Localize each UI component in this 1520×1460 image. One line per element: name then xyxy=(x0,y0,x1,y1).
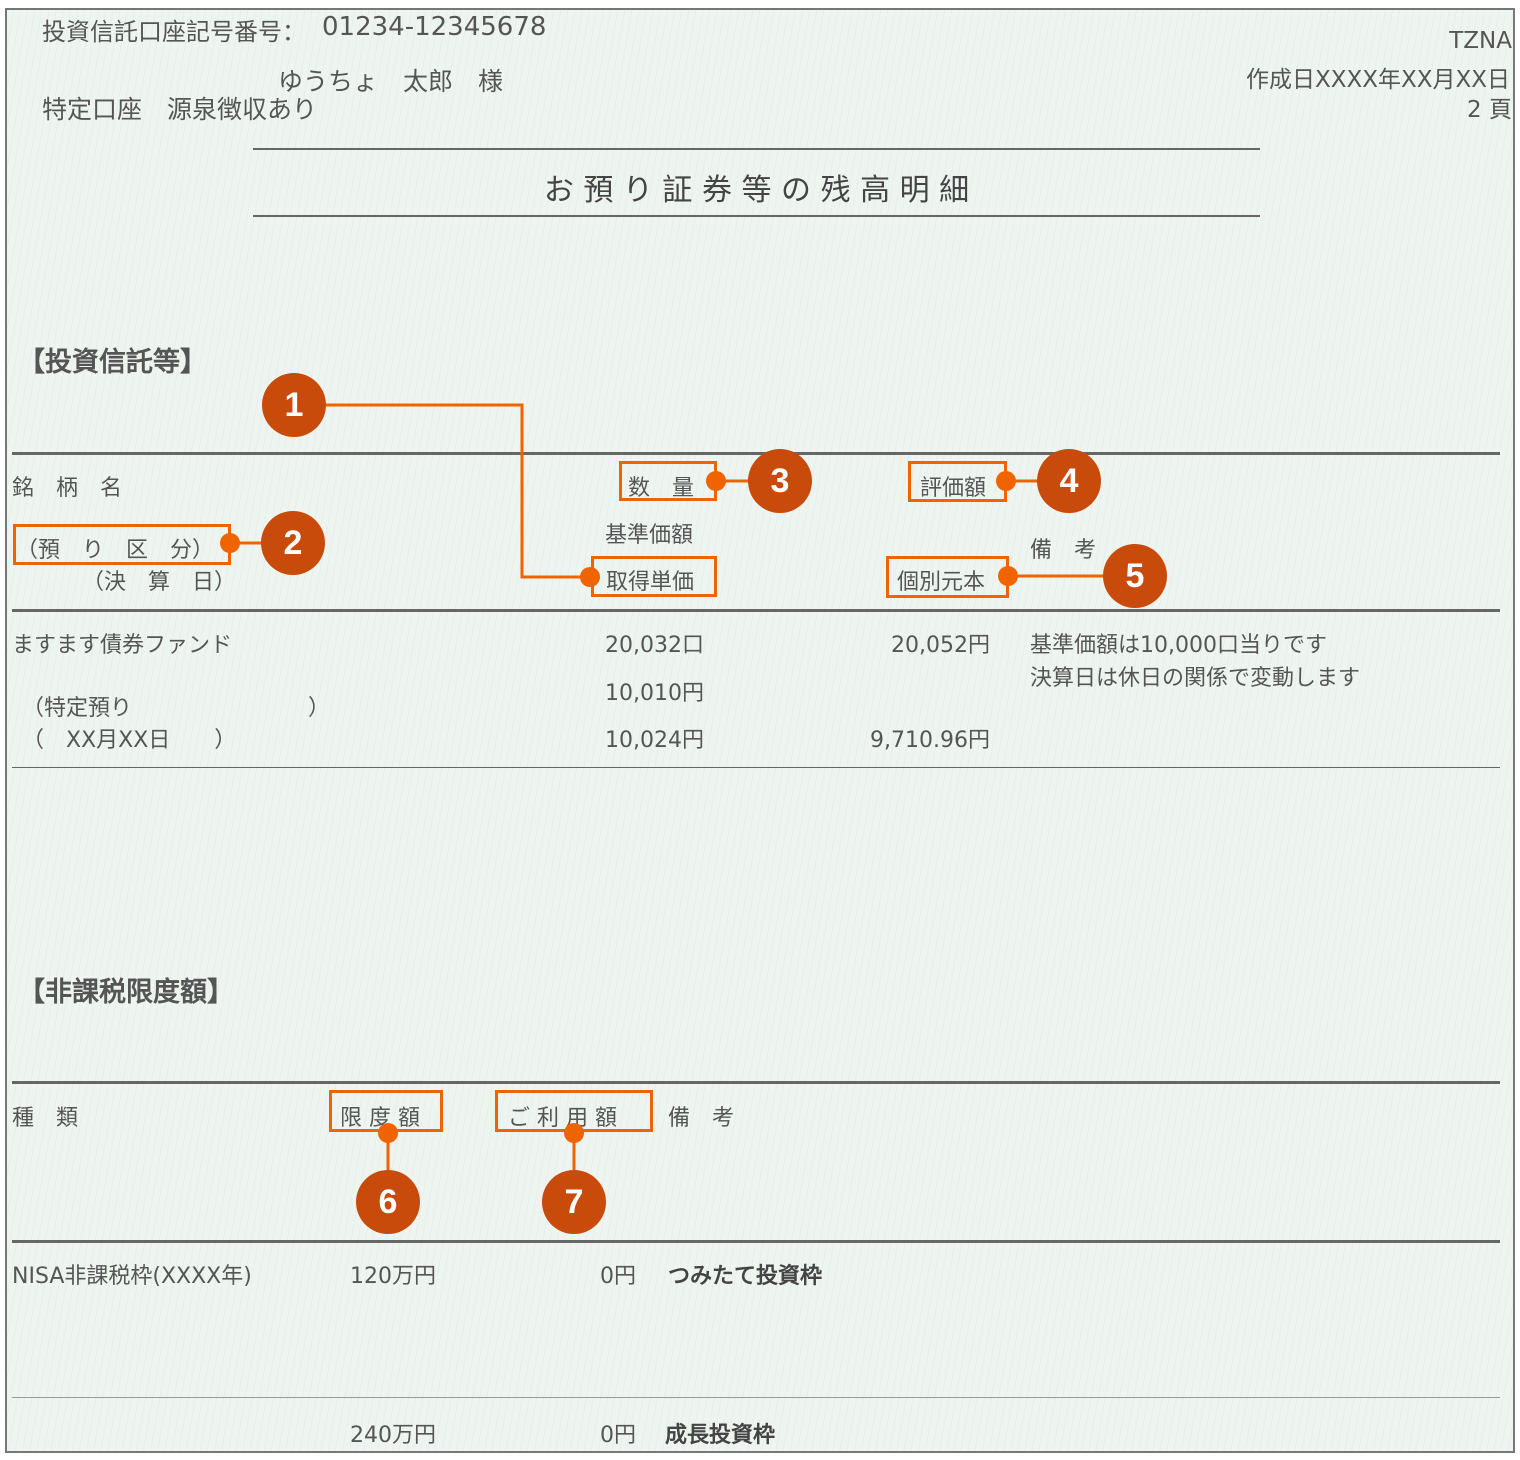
statement-document xyxy=(5,8,1515,1453)
fund-individual-principal: 9,710.96円 xyxy=(870,728,990,753)
funds-heading: 【投資信託等】 xyxy=(18,347,207,378)
document-title: お 預 り 証 券 等 の 残 高 明 細 xyxy=(543,173,970,208)
divider xyxy=(253,148,1260,150)
nisa-used: 0円 xyxy=(600,1423,636,1448)
col-type: 種 類 xyxy=(12,1106,79,1131)
divider xyxy=(12,1081,1500,1084)
highlight-limit xyxy=(329,1090,443,1132)
col-used: ご 利 用 額 xyxy=(508,1106,617,1131)
created-date: 作成日XXXX年XX月XX日 xyxy=(1245,67,1510,93)
fund-base-price: 10,010円 xyxy=(605,681,704,706)
marker-2: 2 xyxy=(261,511,325,575)
marker-7: 7 xyxy=(542,1170,606,1234)
doc-code: TZNA xyxy=(1449,28,1512,54)
fund-acquisition-price: 10,024円 xyxy=(605,728,704,753)
nisa-type: NISA非課税枠(XXXX年) xyxy=(12,1264,252,1289)
nisa-used: 0円 xyxy=(600,1264,636,1289)
marker-3: 3 xyxy=(748,449,812,513)
col-individual-principal: 個別元本 xyxy=(897,570,986,595)
nisa-remarks: 成長投資枠 xyxy=(665,1423,776,1448)
col-quantity: 数 量 xyxy=(628,476,695,501)
col-name: 銘 柄 名 xyxy=(12,476,123,501)
col-acquisition-price: 取得単価 xyxy=(606,570,695,595)
nisa-limit: 240万円 xyxy=(350,1423,436,1448)
nisa-remarks: つみたて投資枠 xyxy=(668,1264,823,1289)
highlight-category xyxy=(13,524,231,565)
fund-remark-1: 基準価額は10,000口当りです xyxy=(1030,633,1327,658)
highlight-used xyxy=(495,1090,653,1132)
fund-settlement: （ XX月XX日 ） xyxy=(22,728,237,753)
fund-remark-2: 決算日は休日の関係で変動します xyxy=(1030,666,1361,691)
marker-5: 5 xyxy=(1103,544,1167,608)
highlight-acquisition-price xyxy=(591,556,717,597)
fund-quantity: 20,032口 xyxy=(605,633,704,658)
highlight-quantity xyxy=(619,461,717,501)
divider xyxy=(253,215,1260,217)
fund-category: （特定預り ） xyxy=(22,696,331,721)
divider xyxy=(12,452,1500,455)
marker-4: 4 xyxy=(1037,449,1101,513)
nisa-heading: 【非課税限度額】 xyxy=(18,977,234,1008)
col-nisa-remarks: 備 考 xyxy=(668,1106,735,1131)
col-valuation: 評価額 xyxy=(920,476,987,501)
col-limit: 限 度 額 xyxy=(340,1106,420,1131)
page-number: 2 頁 xyxy=(1467,97,1512,123)
fund-valuation: 20,052円 xyxy=(891,633,990,658)
marker-6: 6 xyxy=(356,1170,420,1234)
nisa-limit: 120万円 xyxy=(350,1264,436,1289)
col-remarks: 備 考 xyxy=(1030,538,1097,563)
divider xyxy=(12,767,1500,768)
col-base-price: 基準価額 xyxy=(605,523,694,548)
highlight-valuation xyxy=(908,461,1007,502)
fund-name: ますます債券ファンド xyxy=(12,633,233,658)
divider xyxy=(12,609,1500,612)
divider xyxy=(12,1240,1500,1243)
col-category: （預 り 区 分） xyxy=(16,538,215,563)
col-settlement: （決 算 日） xyxy=(82,570,237,595)
divider xyxy=(12,1397,1500,1398)
highlight-individual-principal xyxy=(886,556,1009,598)
account-type: 特定口座 源泉徴収あり xyxy=(42,95,318,124)
account-label: 投資信託口座記号番号： xyxy=(42,18,306,46)
account-number: 01234-12345678 xyxy=(322,12,547,42)
customer-name: ゆうちょ 太郎 様 xyxy=(278,67,504,96)
marker-1: 1 xyxy=(262,373,326,437)
